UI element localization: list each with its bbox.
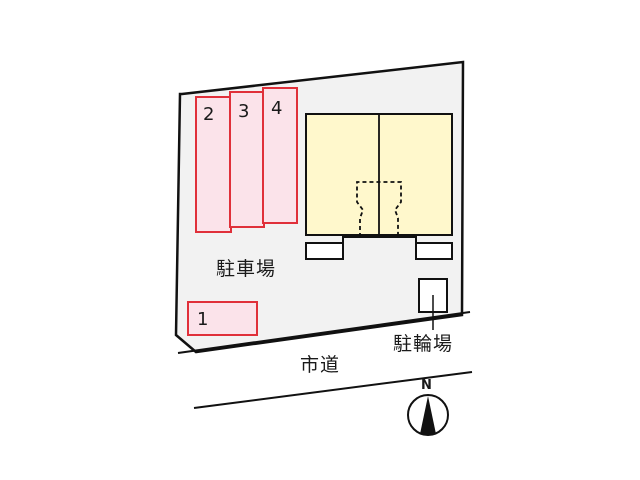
parking-space-4: [262, 87, 298, 224]
building: [305, 113, 453, 260]
parking-space-2-number: 2: [203, 104, 215, 125]
north-arrow-icon: [407, 394, 449, 436]
road-label: 市道: [300, 354, 341, 376]
parking-space-4-number: 4: [271, 98, 283, 119]
parking-space-1-number: 1: [197, 309, 209, 330]
parking-label: 駐車場: [216, 258, 277, 280]
parking-space-1: [187, 301, 258, 336]
bicycle-parking-label: 駐輪場: [393, 333, 454, 355]
road-edge-top: [177, 311, 471, 354]
road-edge-bottom: [193, 371, 473, 409]
parking-space-3-number: 3: [238, 101, 250, 122]
parking-space-2: [195, 96, 232, 233]
north-label: N: [421, 378, 432, 393]
